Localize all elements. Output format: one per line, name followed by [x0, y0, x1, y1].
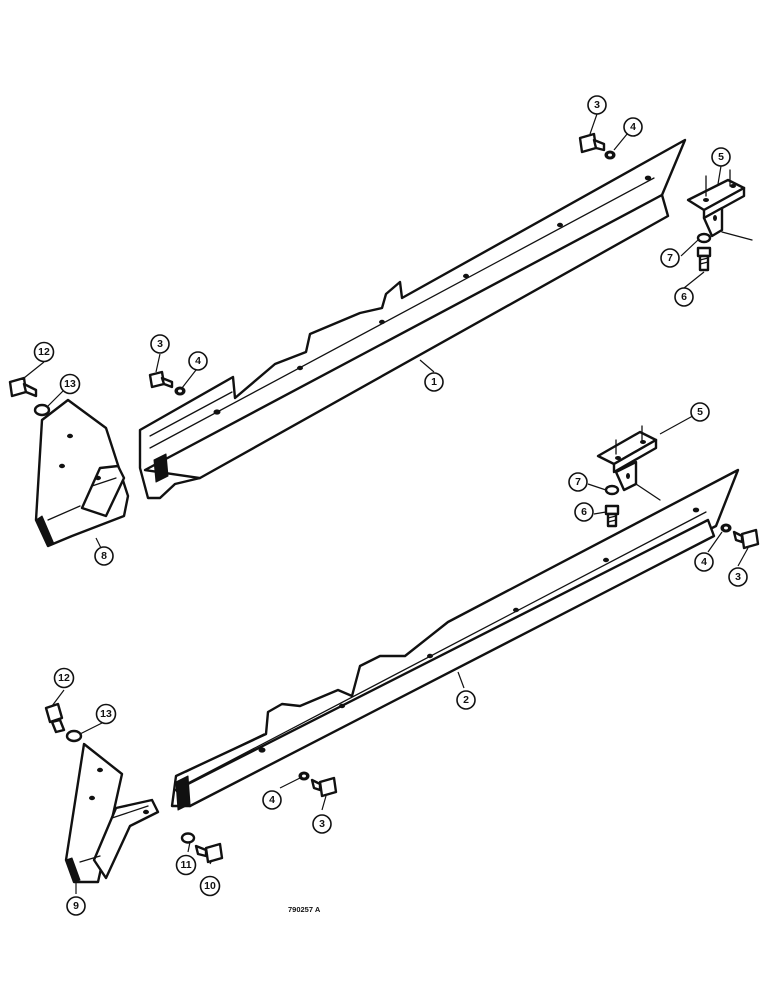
lower-shoe-part-9: [64, 742, 160, 884]
callout-bolt-6-lower: 6: [574, 502, 594, 522]
callout-washer-4-lower-right: 4: [694, 552, 714, 572]
callout-shoe-8: 8: [94, 546, 114, 566]
callout-washer-4-upper-right: 4: [623, 117, 643, 137]
upper-bracket-part-5: [686, 169, 753, 241]
svg-text:4: 4: [701, 556, 707, 568]
svg-text:6: 6: [581, 506, 587, 518]
svg-text:13: 13: [64, 378, 76, 390]
lower-right-bolt: [720, 523, 760, 550]
upper-shoe-part-8: [34, 398, 130, 548]
svg-text:5: 5: [718, 151, 724, 163]
upper-rail-part-1: [138, 138, 687, 500]
callout-washer-7-upper: 7: [660, 248, 680, 268]
callout-washer-13-upper: 13: [59, 373, 81, 395]
svg-text:3: 3: [319, 818, 325, 830]
callout-shoe-9: 9: [66, 896, 86, 916]
callout-bolt-3-lower-right: 3: [728, 567, 748, 587]
callout-bracket-5-upper: 5: [711, 147, 731, 167]
svg-text:12: 12: [58, 672, 70, 684]
upper-left-bolt: [148, 370, 186, 396]
lower-shoe-side-fasteners: [180, 832, 224, 864]
callout-bolt-12-lower: 12: [53, 667, 75, 689]
lower-left-bolt: [298, 771, 338, 798]
callout-bolt-3-upper-left: 3: [150, 334, 170, 354]
svg-text:5: 5: [697, 406, 703, 418]
svg-text:4: 4: [195, 355, 201, 367]
callout-washer-7-lower: 7: [568, 472, 588, 492]
callout-bolt-3-lower-left: 3: [312, 814, 332, 834]
callout-washer-4-lower-left: 4: [262, 790, 282, 810]
svg-text:3: 3: [157, 338, 163, 350]
callouts: 3 4 5 7 6 3 4 1: [33, 95, 748, 916]
svg-text:2: 2: [463, 694, 469, 706]
lower-bracket-fasteners: [604, 484, 620, 528]
upper-bracket-fasteners: [696, 232, 712, 272]
lower-assembly: [44, 425, 760, 884]
callout-rail-2: 2: [456, 690, 476, 710]
svg-text:3: 3: [735, 571, 741, 583]
upper-right-bolt: [578, 132, 616, 160]
callout-bracket-5-lower: 5: [690, 402, 710, 422]
svg-text:8: 8: [101, 550, 107, 562]
callout-washer-4-upper-left: 4: [188, 351, 208, 371]
upper-shoe-fasteners: [8, 376, 51, 417]
svg-text:4: 4: [630, 121, 636, 133]
drawing-number: 790257 A: [288, 905, 321, 914]
svg-text:7: 7: [575, 476, 581, 488]
svg-text:11: 11: [180, 859, 191, 871]
lower-rail-part-2: [170, 468, 740, 811]
svg-text:12: 12: [38, 346, 50, 358]
callout-bolt-3-upper-right: 3: [587, 95, 607, 115]
callout-washer-11: 11: [175, 854, 197, 876]
callout-bolt-6-upper: 6: [674, 287, 694, 307]
svg-text:13: 13: [100, 708, 112, 720]
callout-washer-13-lower: 13: [95, 703, 117, 725]
svg-text:4: 4: [269, 794, 275, 806]
svg-text:1: 1: [431, 376, 437, 388]
svg-text:3: 3: [594, 99, 600, 111]
callout-bolt-12-upper: 12: [33, 341, 55, 363]
svg-text:6: 6: [681, 291, 687, 303]
callout-bolt-10: 10: [199, 875, 221, 897]
lower-shoe-top-fasteners: [44, 702, 83, 743]
svg-text:7: 7: [667, 252, 673, 264]
upper-assembly: [8, 132, 753, 548]
svg-text:9: 9: [73, 900, 79, 912]
callout-rail-1: 1: [424, 372, 444, 392]
lower-bracket-part-5: [596, 425, 661, 501]
svg-text:10: 10: [204, 880, 216, 892]
